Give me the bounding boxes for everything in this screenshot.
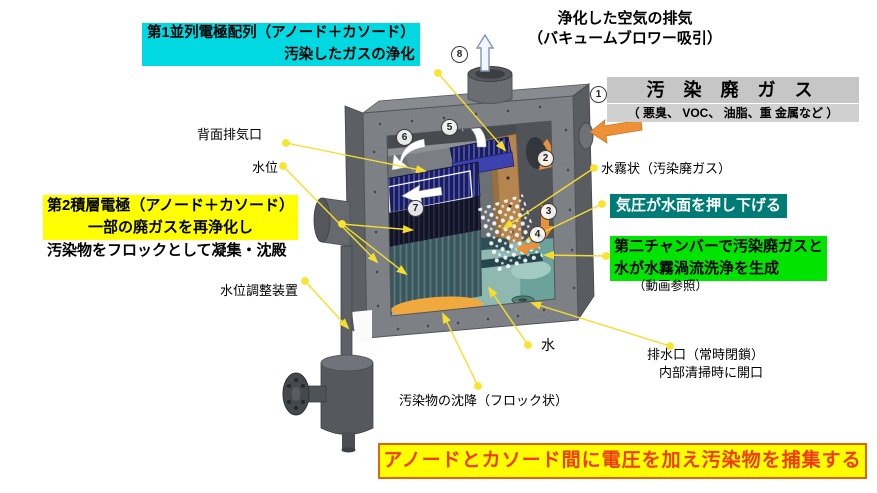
mist-label: 水霧状（汚染廃ガス） xyxy=(601,161,732,176)
electrode2-line1: 第2積層電極（アノード＋カソード） xyxy=(43,195,298,218)
drain-label-line2: 内部清掃時に開口 xyxy=(659,365,764,380)
inlet-arrow-icon xyxy=(589,119,643,144)
electrode2-line2: 一部の廃ガスを再浄化し xyxy=(43,217,298,240)
frame-cut-notch xyxy=(352,310,372,343)
pressure-label: 気圧が水面を押し下げる xyxy=(610,194,788,219)
step-6-badge: 6 xyxy=(396,129,413,146)
chamber2-label: 第二チャンバーで汚染廃ガスと 水が水霧渦流洗浄を生成 xyxy=(610,236,827,281)
drain-label-line1: 排水口（常時閉鎖） xyxy=(647,347,765,362)
voltage-banner: アノードとカソード間に電圧を加え汚染物を捕集する xyxy=(378,443,867,479)
chamber2-line2: 水が水霧渦流洗浄を生成 xyxy=(610,258,827,281)
electrode1-label: 第1並列電極配列（アノード＋カソード） 汚染したガスの浄化 xyxy=(142,23,420,67)
waste-gas-sub: （ 悪臭、 VOC、 油脂、重 金属など ） xyxy=(607,104,859,123)
electrode2-line3: 汚染物をフロックとして凝集・沈殿 xyxy=(47,241,287,259)
electrode-stack-2 xyxy=(379,161,482,314)
water-label: 水 xyxy=(541,337,555,353)
video-ref-label: （動画参照） xyxy=(633,279,709,293)
water-level-adjuster-label: 水位調整装置 xyxy=(220,283,299,298)
waste-gas-title: 汚 染 廃 ガ ス xyxy=(607,77,859,104)
electrode1-line1: 第1並列電極配列（アノード＋カソード） xyxy=(142,23,420,45)
inlet-port xyxy=(578,122,594,150)
step-3-badge: 3 xyxy=(540,203,557,220)
flange-valve xyxy=(282,372,310,416)
sediment-label: 汚染物の沈降（フロック状） xyxy=(399,393,569,408)
step-5-badge: 5 xyxy=(441,119,458,136)
electrode2-label: 第2積層電極（アノード＋カソード） 一部の廃ガスを再浄化し 汚染物をフロックとし… xyxy=(43,195,298,262)
step-2-badge: 2 xyxy=(537,150,554,167)
waste-gas-label: 汚 染 廃 ガ ス （ 悪臭、 VOC、 油脂、重 金属など ） xyxy=(607,77,859,123)
step-1-badge: 1 xyxy=(590,86,607,103)
step-7-badge: 7 xyxy=(407,200,424,217)
clean-air-exhaust-label: 浄化した空気の排気 （バキュームブロワー吸引） xyxy=(528,10,722,48)
step-4-badge: 4 xyxy=(529,226,546,243)
small-arrow-4-icon xyxy=(516,241,540,256)
electrode1-line2: 汚染したガスの浄化 xyxy=(142,44,420,67)
water-level-label: 水位 xyxy=(252,160,279,175)
step-8-badge: 8 xyxy=(451,46,468,63)
back-vent-label: 背面排気口 xyxy=(197,127,263,142)
chamber2-line1: 第二チャンバーで汚染廃ガスと xyxy=(610,236,827,259)
